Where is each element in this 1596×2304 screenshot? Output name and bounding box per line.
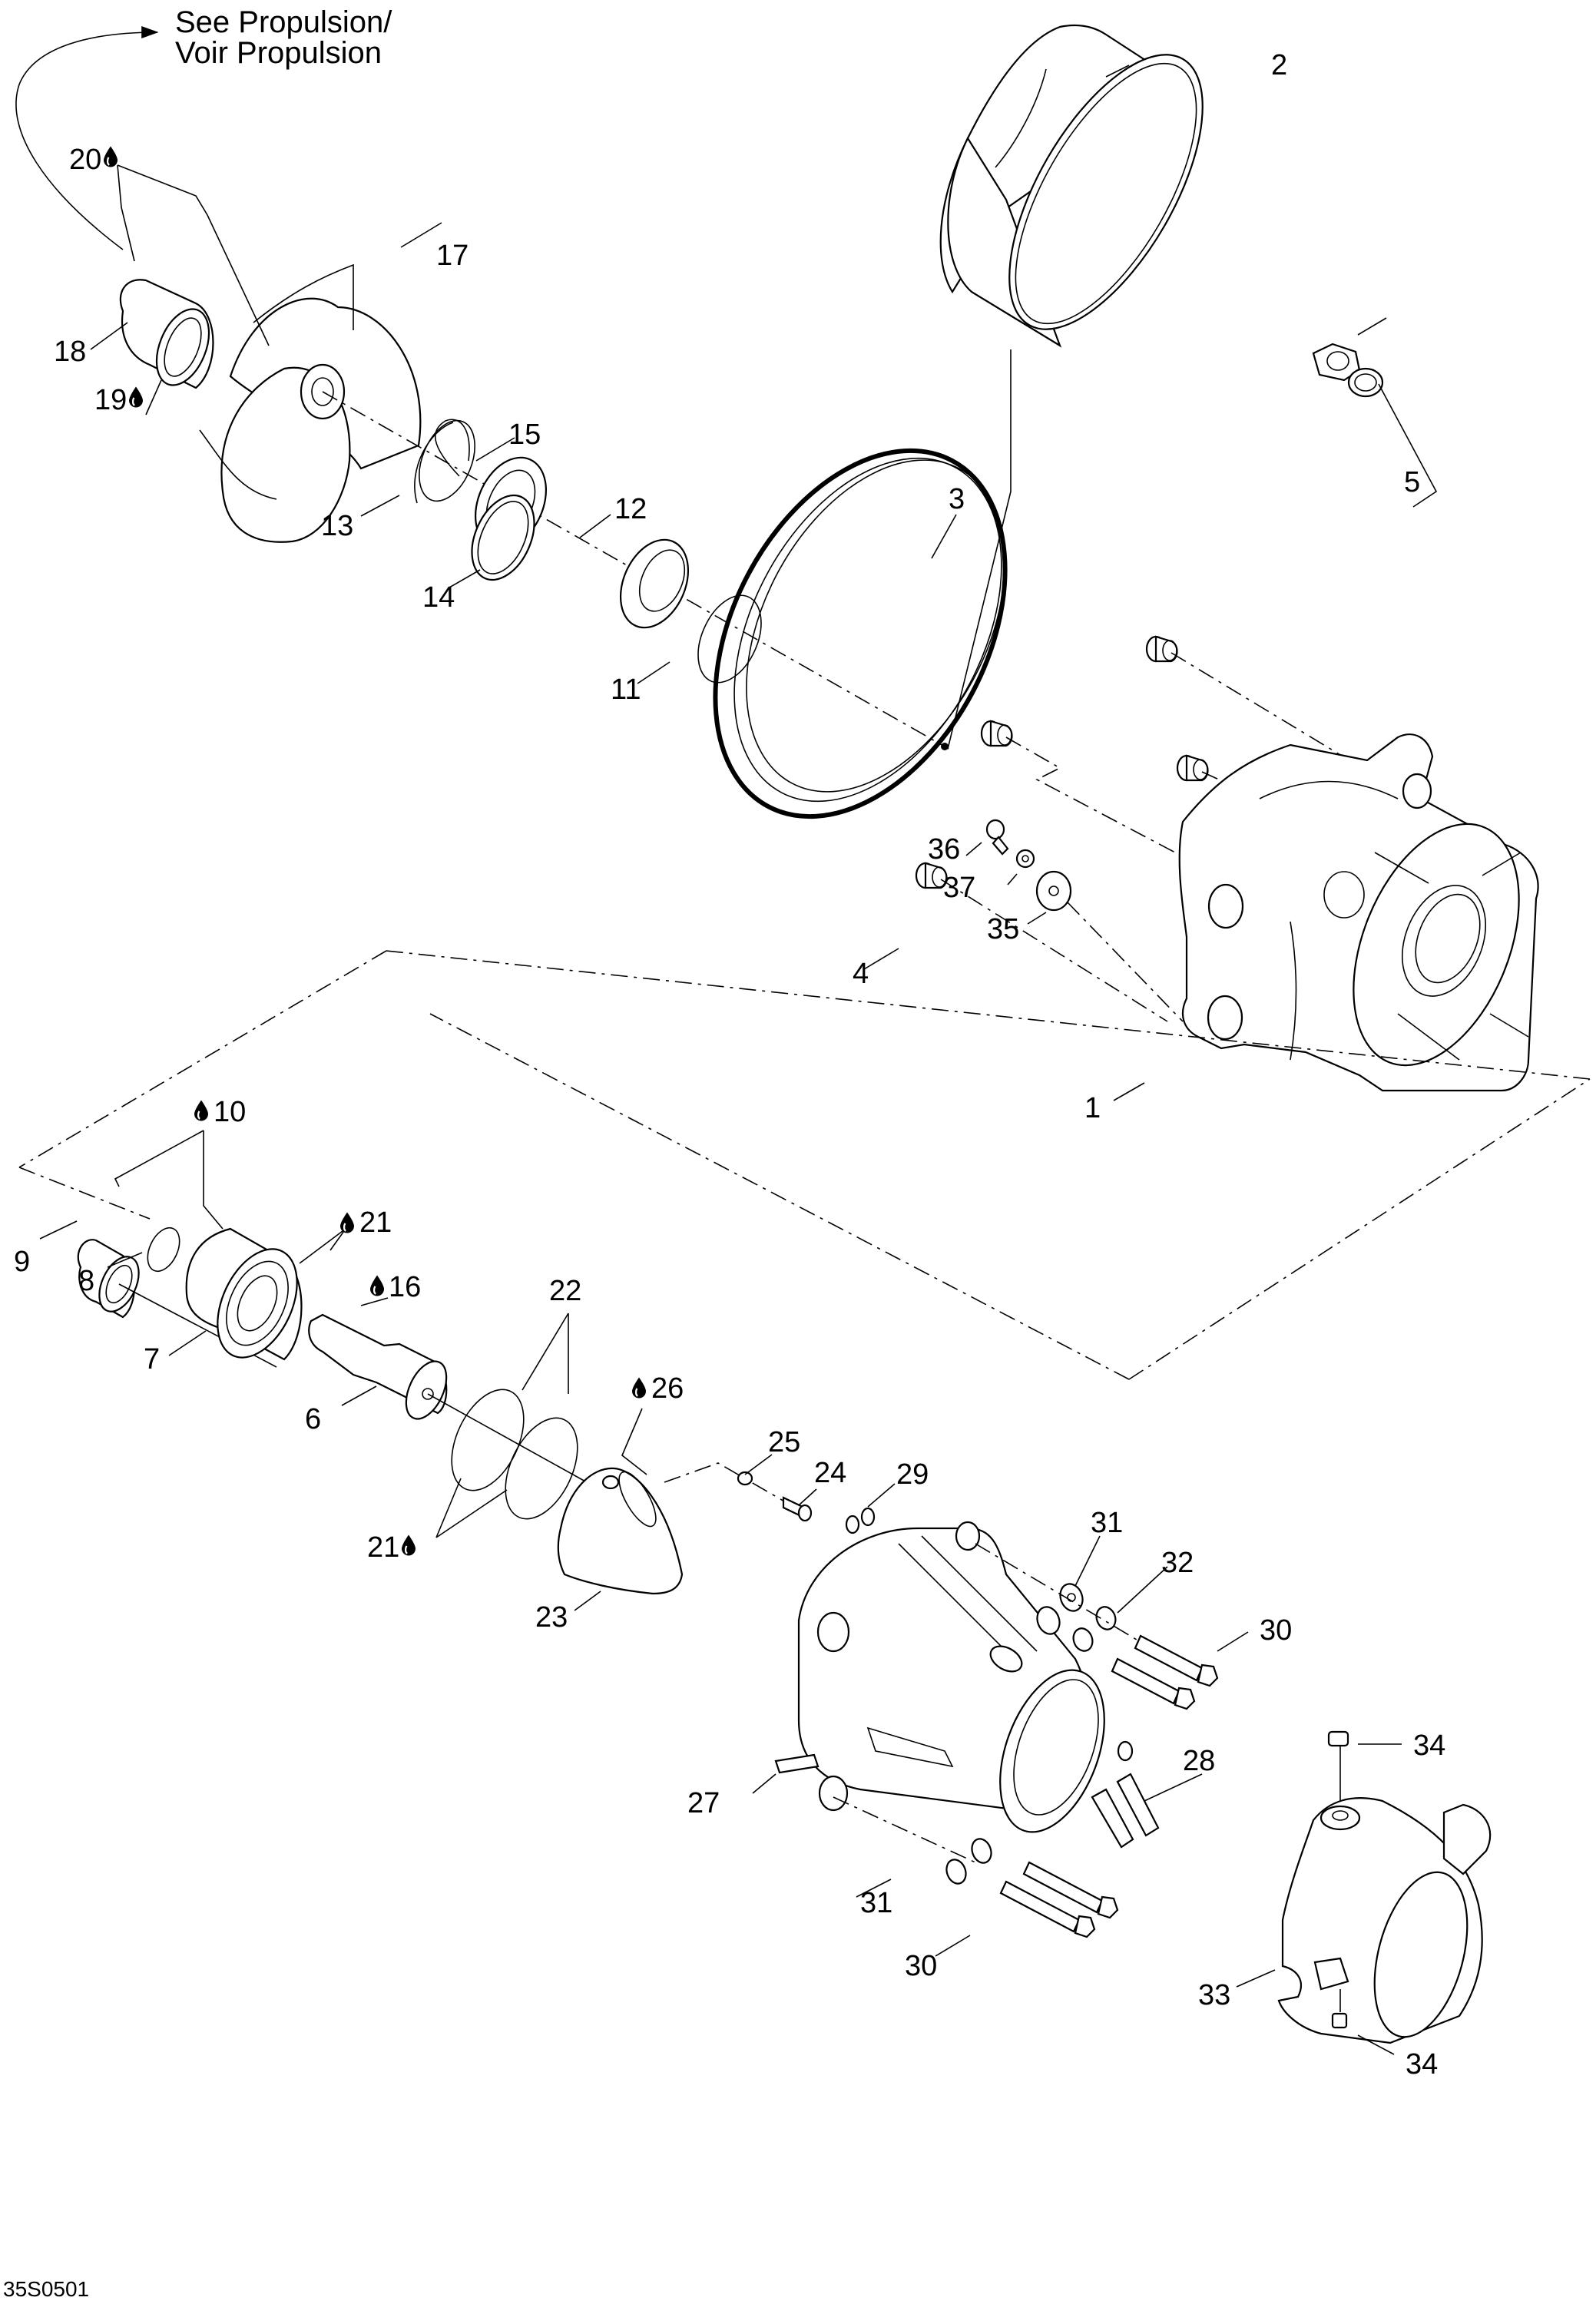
callout-19-oil-drop-icon [129, 386, 143, 408]
callout-6: 6 [305, 1403, 321, 1435]
callout-37: 37 [943, 872, 975, 904]
callout-14: 14 [422, 581, 455, 614]
part-33-nozzle [1277, 1730, 1492, 2044]
callout-16-oil-drop-icon [370, 1275, 384, 1296]
part-2-sleeve [939, 24, 1204, 348]
part-18-sleeve [119, 279, 214, 389]
lower-fastener-group [833, 1796, 1119, 1938]
upper-fastener-group [975, 1543, 1219, 1710]
part-13-circlip [414, 419, 475, 504]
part-3-wear-ring [713, 448, 1008, 819]
callout-3: 3 [949, 483, 965, 515]
callout-24: 24 [814, 1457, 846, 1489]
bushing-axis-4 [940, 879, 1168, 1022]
part-35-grommet [1035, 870, 1072, 912]
callout-29: 29 [896, 1458, 929, 1491]
callout-30b: 30 [905, 1950, 937, 1982]
callout-26-oil-drop-icon [632, 1377, 646, 1399]
plug-leader-line [1378, 383, 1438, 508]
part-1-pump-housing [1178, 733, 1539, 1092]
part-23-cone [557, 1467, 684, 1595]
reference-arrow [15, 26, 159, 250]
part-24-screw [782, 1496, 813, 1522]
callout-4: 4 [853, 958, 869, 990]
part-36-screw [985, 819, 1009, 856]
part-12-seal [619, 538, 690, 629]
callout-13: 13 [321, 510, 353, 542]
callout-21b: 21 [367, 1531, 399, 1564]
callout-33: 33 [1198, 1979, 1230, 2011]
callout-30a: 30 [1260, 1614, 1292, 1647]
propulsion-reference: See Propulsion/ Voir Propulsion [15, 5, 392, 250]
callout-18: 18 [54, 336, 86, 368]
callout-9: 9 [14, 1246, 30, 1278]
callout-36: 36 [928, 833, 960, 866]
callout-19: 19 [94, 384, 127, 416]
callout-17: 17 [436, 240, 469, 272]
callout-8: 8 [78, 1265, 94, 1297]
part-25-washer [601, 1475, 620, 1490]
assembly-boundary [18, 950, 1591, 1380]
callout-20: 20 [69, 144, 101, 176]
reference-note-line2: Voir Propulsion [175, 36, 382, 70]
callout-25: 25 [768, 1426, 800, 1458]
part-6-shaft [308, 1313, 448, 1420]
sleeve-leader-line [947, 349, 1012, 750]
callout-26: 26 [651, 1372, 684, 1405]
part-22-oring-1 [451, 1389, 525, 1491]
part-37-washer [1015, 849, 1035, 869]
shaft-axis [427, 1393, 615, 1498]
callout-32: 32 [1161, 1547, 1194, 1579]
callout-20-oil-drop-icon [104, 146, 118, 167]
callout-7: 7 [144, 1343, 160, 1375]
venturi-housing [797, 1521, 1105, 1833]
part-4-bushings [915, 635, 1209, 889]
callout-31b: 31 [860, 1887, 892, 1919]
callout-34b: 34 [1406, 2048, 1438, 2081]
drawing-code: 35S0501 [3, 2277, 89, 2301]
cone-screw-axis [664, 1462, 792, 1506]
callout-16: 16 [389, 1271, 421, 1303]
callout-31a: 31 [1091, 1507, 1123, 1539]
callout-27: 27 [687, 1787, 720, 1819]
callout-21a: 21 [359, 1207, 392, 1239]
part-8-oring [147, 1226, 180, 1273]
reference-note-line1: See Propulsion/ [175, 5, 392, 39]
part-28-pins [1091, 1740, 1160, 1849]
leader-dot [941, 743, 949, 750]
bushing-axis-2 [1005, 737, 1176, 853]
callout-1: 1 [1084, 1092, 1101, 1124]
callout-28: 28 [1183, 1745, 1215, 1777]
callout-11: 11 [611, 674, 641, 706]
callout-23: 23 [535, 1601, 568, 1634]
callout-2: 2 [1271, 49, 1287, 81]
callout-12: 12 [614, 493, 647, 525]
part-25-washer-2 [737, 1471, 753, 1486]
part-17-impeller [199, 263, 422, 543]
part-22-oring-2 [505, 1417, 578, 1520]
callout-labels: 2 3 5 20 17 18 19 13 15 14 12 11 36 37 3… [14, 49, 1445, 2081]
part-7-bearing-housing [185, 1227, 303, 1361]
leader-lines [39, 65, 1402, 2055]
callout-15: 15 [508, 419, 541, 451]
callout-22: 22 [549, 1275, 581, 1307]
callout-21a-oil-drop-icon [340, 1212, 354, 1233]
callout-5: 5 [1404, 466, 1420, 498]
part-14-ring [471, 494, 535, 581]
callout-21b-oil-drop-icon [402, 1534, 416, 1556]
part-29-oring-2 [860, 1507, 876, 1527]
callout-34a: 34 [1413, 1730, 1445, 1762]
part-9-bushing [77, 1239, 140, 1319]
part-27-tab [774, 1753, 820, 1774]
part-11-oring [697, 594, 762, 684]
callout-35: 35 [987, 913, 1019, 945]
part-5-plug [1312, 343, 1384, 398]
part-29-oring-1 [845, 1514, 860, 1534]
callout-10-oil-drop-icon [194, 1100, 208, 1121]
grommet-axis [1067, 902, 1184, 1022]
callout-10: 10 [214, 1096, 246, 1128]
